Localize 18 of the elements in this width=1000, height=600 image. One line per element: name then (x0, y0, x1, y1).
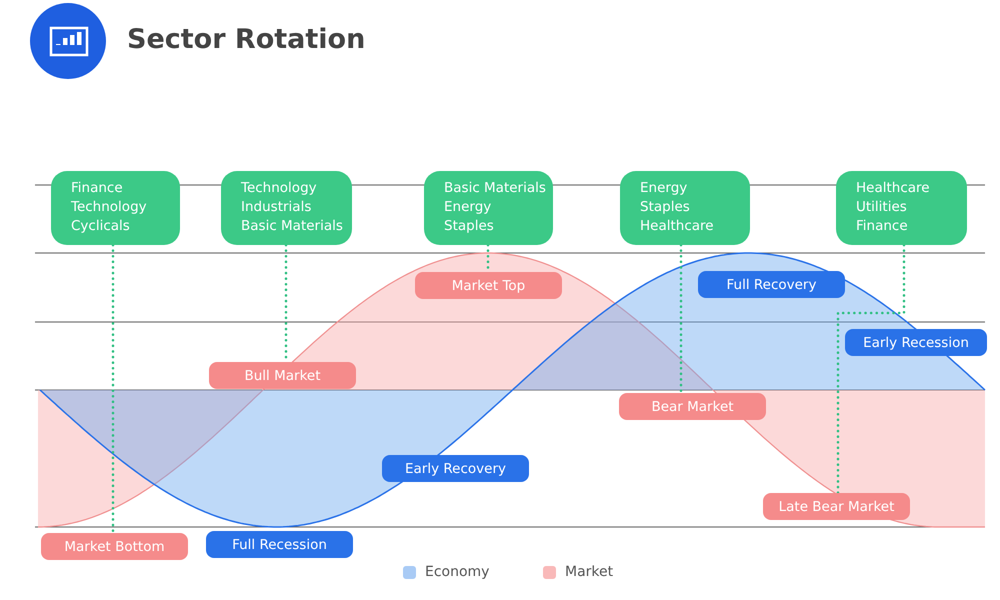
title: Sector Rotation (127, 24, 366, 55)
sector-name: Basic Materials (444, 179, 547, 198)
sector-name: Finance (856, 217, 909, 236)
sector-name: Staples (640, 198, 691, 217)
sector-name: Energy (640, 179, 688, 198)
sector-name: Industrials (241, 198, 312, 217)
sector-name: Energy (444, 198, 492, 217)
legend-label: Market (565, 564, 614, 580)
legend-label: Economy (425, 564, 490, 580)
sector-name: Cyclicals (71, 217, 131, 236)
sector-name: Technology (241, 179, 318, 198)
sector-name: Technology (71, 198, 148, 217)
sector-name: Basic Materials (241, 217, 344, 236)
sector-name: Healthcare (856, 179, 931, 198)
sector-name: Utilities (856, 198, 908, 217)
sector-name: Healthcare (640, 217, 715, 236)
sector-name: Staples (444, 217, 495, 236)
sector-name: Finance (71, 179, 124, 198)
